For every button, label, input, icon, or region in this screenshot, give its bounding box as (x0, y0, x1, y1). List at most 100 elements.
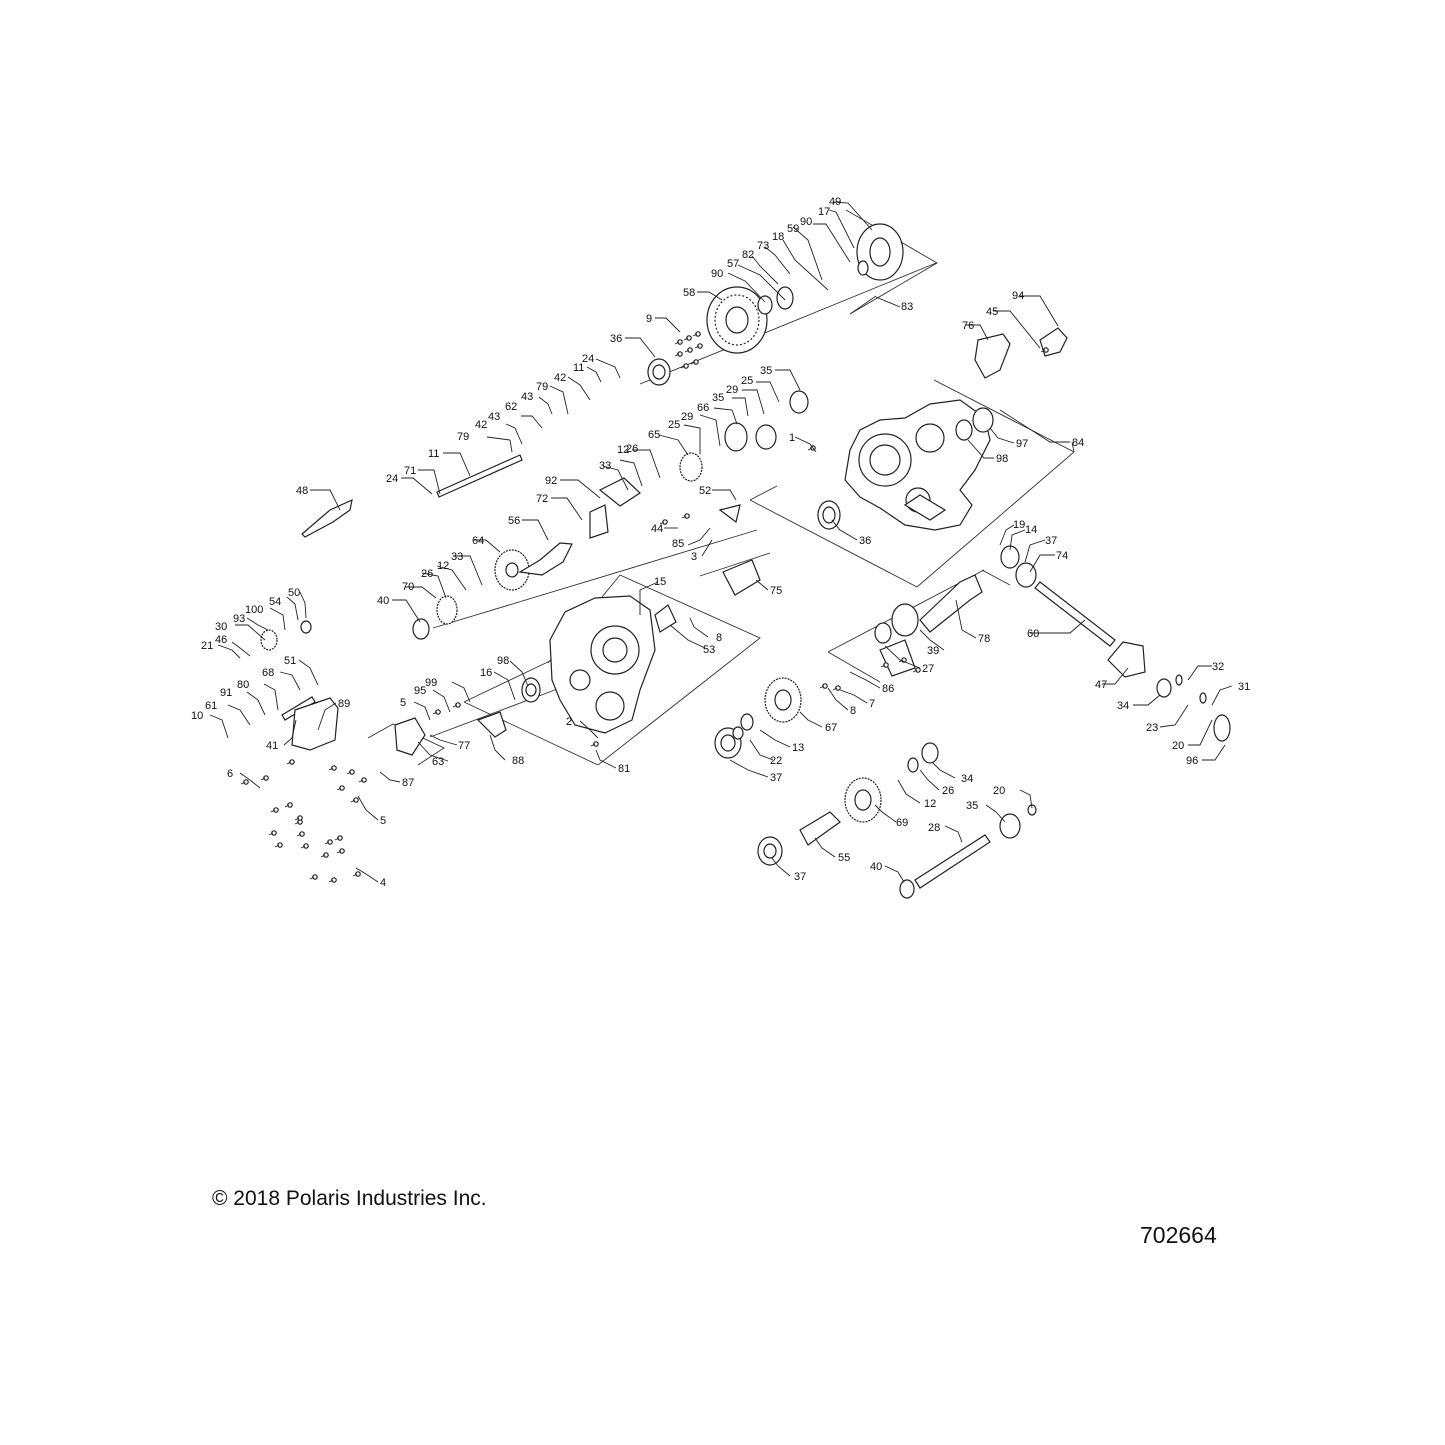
callout-label: 37 (794, 871, 806, 883)
callout-label: 49 (829, 196, 841, 208)
callout-label: 26 (626, 443, 638, 455)
fastener-shank (681, 515, 687, 519)
callout-label: 67 (825, 722, 837, 734)
callout-label: 20 (993, 785, 1005, 797)
fastener-shank (590, 743, 596, 747)
fastener-shank (912, 669, 918, 673)
callout-label: 78 (978, 633, 990, 645)
main-case-upper (844, 399, 991, 531)
leader-lines (209, 201, 1233, 883)
callout-label: 42 (554, 372, 566, 384)
fastener-mark (695, 331, 701, 337)
callout-label: 12 (924, 798, 936, 810)
callout-label: 22 (770, 755, 782, 767)
callout-label: 43 (488, 411, 500, 423)
callout-label: 23 (1146, 722, 1158, 734)
fastener-mark (355, 871, 361, 877)
callout-label: 59 (787, 223, 799, 235)
callout-label: 55 (838, 852, 850, 864)
fastener-mark (883, 662, 889, 668)
callout-label: 90 (800, 216, 812, 228)
fastener-shank (296, 833, 302, 837)
fastener-shank (294, 821, 300, 825)
callout-label: 37 (1045, 535, 1057, 547)
callout-label: 58 (683, 287, 695, 299)
fastener-mark (297, 815, 303, 821)
callout-label: 48 (296, 485, 308, 497)
main-case-lower (549, 595, 656, 734)
callout-label: 25 (668, 419, 680, 431)
callout-label: 29 (726, 384, 738, 396)
fastener-mark (662, 519, 668, 525)
callout-label: 83 (901, 301, 913, 313)
callout-label: 51 (284, 655, 296, 667)
differential-housing (856, 223, 904, 281)
callout-label: 2 (566, 716, 572, 728)
callout-label: 89 (338, 698, 350, 710)
fastener-shank (324, 841, 330, 845)
fastener-shank (674, 341, 680, 345)
callout-label: 42 (475, 419, 487, 431)
callout-label: 81 (618, 763, 630, 775)
fastener-shank (300, 845, 306, 849)
callout-label: 3 (691, 551, 697, 563)
fastener-mark (331, 877, 337, 883)
callout-label: 31 (1238, 681, 1250, 693)
fastener-shank (807, 447, 813, 451)
fastener-mark (593, 741, 599, 747)
fastener-mark (277, 842, 283, 848)
callout-label: 71 (404, 465, 416, 477)
fastener-mark (361, 777, 367, 783)
callout-label: 44 (651, 523, 663, 535)
callout-label: 40 (377, 595, 389, 607)
callout-label: 12 (437, 560, 449, 572)
fastener-mark (683, 363, 689, 369)
callout-label: 94 (1012, 290, 1024, 302)
fastener-mark (287, 802, 293, 808)
callout-label: 88 (512, 755, 524, 767)
callout-label: 57 (727, 258, 739, 270)
callout-label: 8 (850, 705, 856, 717)
callout-label: 62 (505, 401, 517, 413)
callout-label: 95 (414, 685, 426, 697)
callout-label: 92 (545, 475, 557, 487)
fastener-mark (312, 874, 318, 880)
fastener-shank (683, 337, 689, 341)
callout-label: 53 (703, 644, 715, 656)
fastener-mark (327, 839, 333, 845)
fastener-mark (303, 843, 309, 849)
callout-label: 11 (428, 448, 439, 460)
callout-label: 1 (789, 432, 795, 444)
fastener-mark (339, 848, 345, 854)
fastener-shank (680, 365, 686, 369)
fastener-shank (898, 659, 904, 663)
callout-label: 26 (421, 568, 433, 580)
fastener-mark (331, 765, 337, 771)
gears (260, 452, 882, 823)
bearings-and-rings (412, 260, 1231, 899)
fastener-mark (687, 347, 693, 353)
callout-label: 86 (882, 683, 894, 695)
fastener-mark (353, 797, 359, 803)
callout-label: 8 (716, 632, 722, 644)
fastener-mark (337, 835, 343, 841)
callout-label: 35 (712, 392, 724, 404)
fastener-shank (268, 832, 274, 836)
callout-label: 61 (205, 700, 217, 712)
fastener-mark (1043, 347, 1049, 353)
fastener-shank (284, 804, 290, 808)
fastener-mark (323, 852, 329, 858)
brackets (291, 327, 1068, 756)
fastener-shank (690, 361, 696, 365)
callout-label: 17 (818, 206, 830, 218)
fastener-shank (880, 664, 886, 668)
fastener-mark (684, 513, 690, 519)
fastener-shank (294, 817, 300, 821)
callout-label: 24 (582, 353, 594, 365)
callout-label: 70 (402, 581, 414, 593)
fastener-mark (243, 779, 249, 785)
callout-label: 68 (262, 667, 274, 679)
callout-label: 26 (942, 785, 954, 797)
callout-label: 36 (610, 333, 622, 345)
callout-label: 34 (961, 773, 973, 785)
